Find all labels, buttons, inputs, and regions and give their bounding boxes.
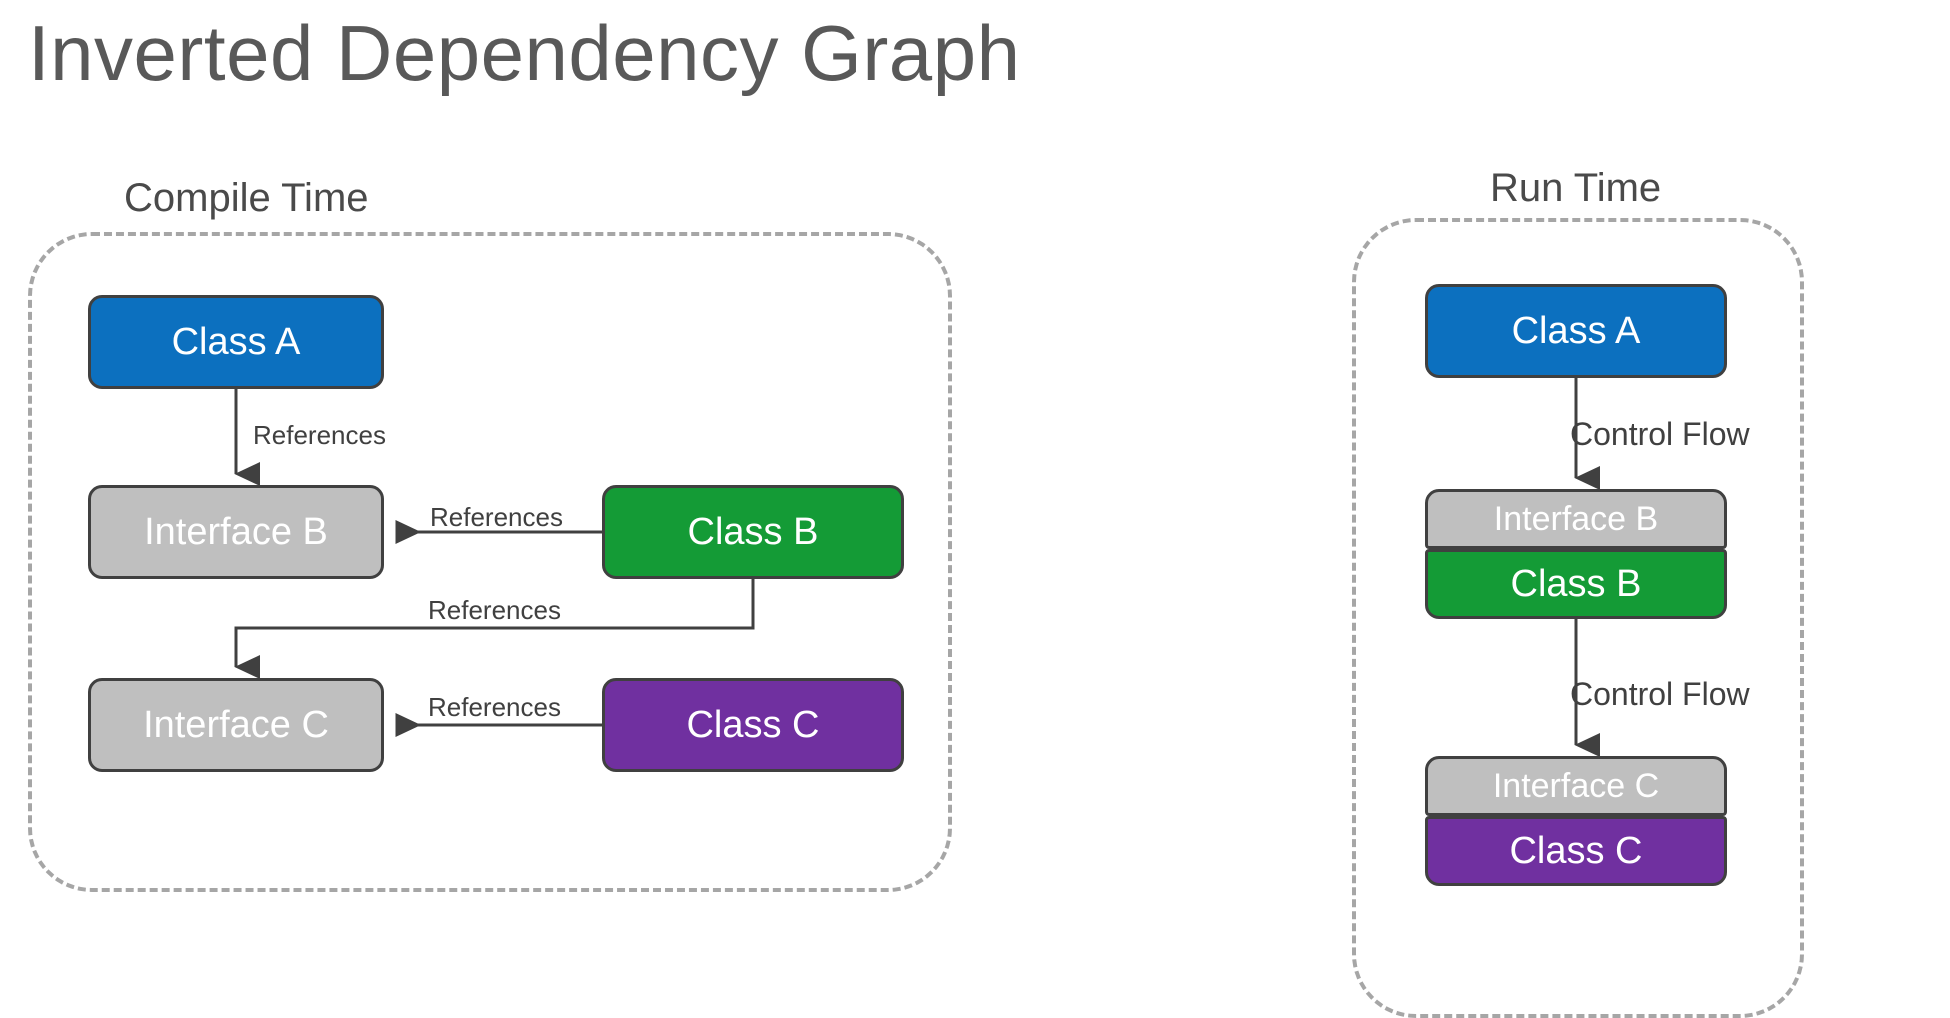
edge-label-rt-class-a-to-interface-b: Control Flow: [1570, 416, 1750, 452]
node-compile-interface-c[interactable]: Interface C: [88, 678, 384, 772]
node-label: Class B: [687, 510, 819, 553]
edge-label-ct-class-a-to-interface-b: References: [253, 420, 386, 450]
node-label: Class C: [686, 703, 820, 746]
node-label: Interface C: [143, 703, 329, 746]
node-label: Class B: [1510, 562, 1642, 605]
node-runtime-class-a[interactable]: Class A: [1425, 284, 1727, 378]
node-runtime-interface-c[interactable]: Interface C: [1425, 756, 1727, 816]
node-runtime-class-b[interactable]: Class B: [1425, 549, 1727, 619]
group-container-compile-time: [28, 232, 952, 892]
edge-label-ct-class-b-to-interface-c: References: [428, 595, 561, 625]
node-compile-class-c[interactable]: Class C: [602, 678, 904, 772]
group-label-run-time: Run Time: [1490, 166, 1662, 210]
node-compile-interface-b[interactable]: Interface B: [88, 485, 384, 579]
node-compile-class-a[interactable]: Class A: [88, 295, 384, 389]
node-label: Class A: [171, 320, 301, 363]
node-label: Interface B: [144, 510, 328, 553]
edge-label-rt-class-b-to-interface-c: Control Flow: [1570, 676, 1750, 712]
node-label: Interface C: [1492, 766, 1660, 805]
node-label: Interface B: [1493, 499, 1659, 538]
node-label: Class C: [1509, 829, 1643, 872]
node-label: Class A: [1511, 309, 1641, 352]
node-runtime-interface-b[interactable]: Interface B: [1425, 489, 1727, 549]
page-title: Inverted Dependency Graph: [28, 9, 1021, 97]
node-runtime-class-c[interactable]: Class C: [1425, 816, 1727, 886]
group-label-compile-time: Compile Time: [124, 176, 369, 220]
node-compile-class-b[interactable]: Class B: [602, 485, 904, 579]
edge-label-ct-class-b-to-interface-b: References: [430, 502, 563, 532]
edge-label-ct-class-c-to-interface-c: References: [428, 692, 561, 722]
